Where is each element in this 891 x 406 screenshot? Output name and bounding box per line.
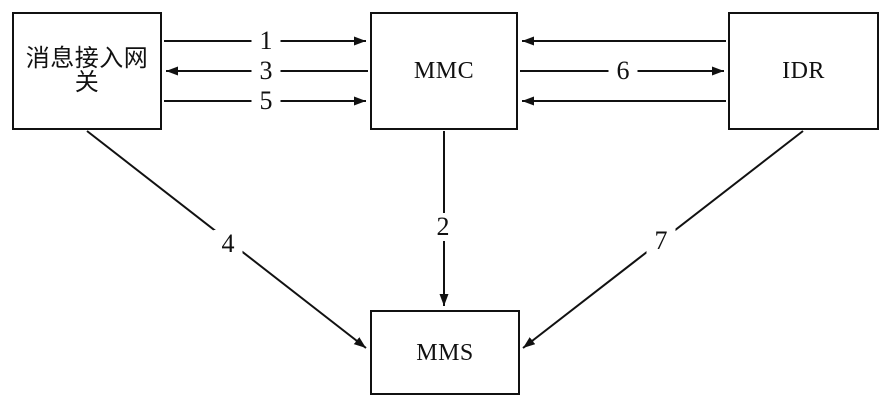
node-message-access-gateway-label: 消息接入网关 xyxy=(25,46,149,96)
edge-7-label: 7 xyxy=(646,227,676,255)
node-message-access-gateway: 消息接入网关 xyxy=(12,12,162,130)
edge-2-label: 2 xyxy=(428,213,458,241)
node-mms: MMS xyxy=(370,310,520,395)
node-mmc-label: MMC xyxy=(413,58,475,84)
edge-6-label: 6 xyxy=(608,57,638,85)
node-idr-label: IDR xyxy=(782,58,825,84)
edge-4-label: 4 xyxy=(213,230,243,258)
edge-1-label: 1 xyxy=(251,27,281,55)
node-mmc: MMC xyxy=(370,12,518,130)
edge-3-label: 3 xyxy=(251,57,281,85)
edge-5-label: 5 xyxy=(251,87,281,115)
node-idr: IDR xyxy=(728,12,879,130)
node-mms-label: MMS xyxy=(416,339,474,366)
